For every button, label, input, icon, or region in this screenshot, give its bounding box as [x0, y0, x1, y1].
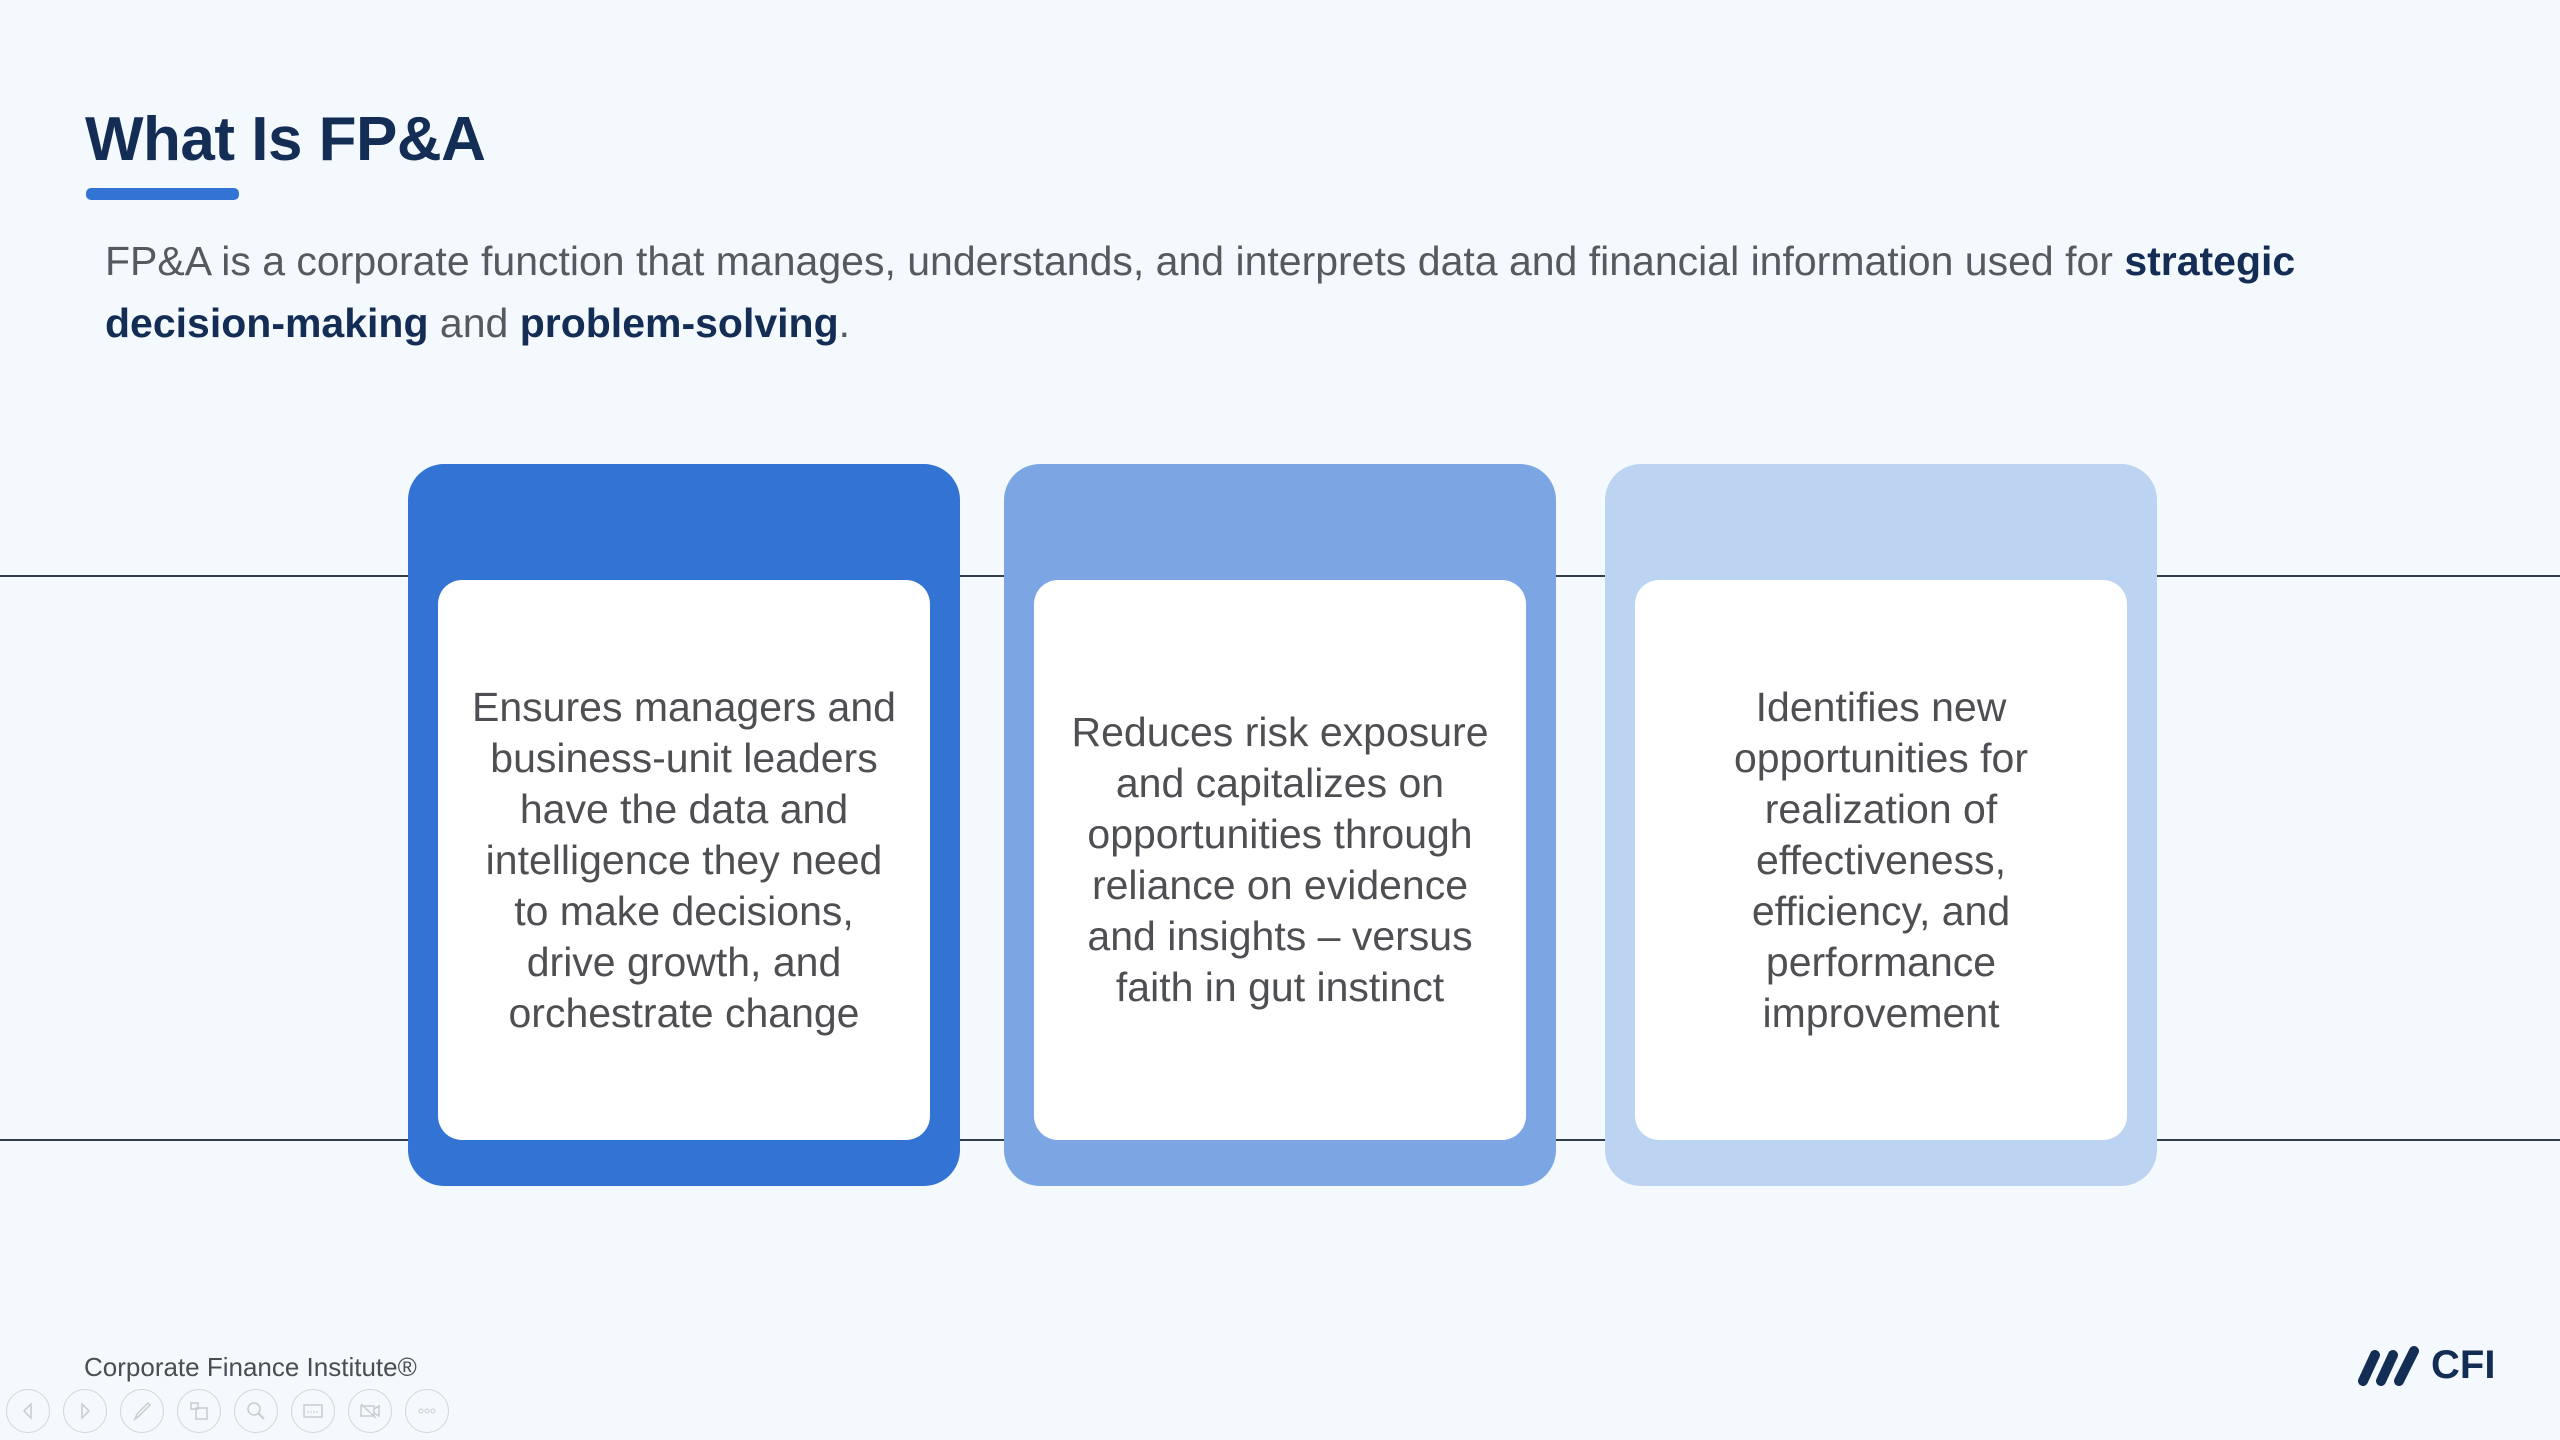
previous-icon	[22, 1402, 32, 1420]
slide-title: What Is FP&A	[85, 105, 486, 174]
card-text: Identifies new opportunities for realiza…	[1733, 683, 2028, 1036]
pen-icon	[133, 1401, 152, 1422]
card-2: Reduces risk exposure and capitalizes on…	[1004, 464, 1556, 1186]
zoom-icon	[247, 1402, 265, 1420]
more-button[interactable]	[405, 1389, 449, 1433]
next-button[interactable]	[63, 1389, 107, 1433]
intro-paragraph: FP&A is a corporate function that manage…	[105, 230, 2465, 354]
zoom-button[interactable]	[234, 1389, 278, 1433]
slides-button[interactable]	[177, 1389, 221, 1433]
more-icon	[418, 1408, 436, 1414]
subtitles-button[interactable]	[291, 1389, 335, 1433]
card-text: Reduces risk exposure and capitalizes on…	[1071, 709, 1489, 1010]
card-1: Ensures managers and business-unit leade…	[408, 464, 960, 1186]
title-underline	[86, 188, 239, 200]
subtitles-icon	[303, 1404, 323, 1418]
logo-text: CFI	[2431, 1343, 2496, 1387]
footer-text: Corporate Finance Institute®	[84, 1352, 417, 1382]
camera-off-icon	[360, 1403, 380, 1419]
next-icon	[81, 1402, 91, 1420]
intro-bold-problem: problem-solving	[519, 300, 839, 346]
card-body: Identifies new opportunities for realiza…	[1635, 580, 2127, 1140]
slides-icon	[190, 1402, 208, 1420]
camera-button[interactable]	[348, 1389, 392, 1433]
card-body: Reduces risk exposure and capitalizes on…	[1034, 580, 1526, 1140]
pen-button[interactable]	[120, 1389, 164, 1433]
card-3: Identifies new opportunities for realiza…	[1605, 464, 2157, 1186]
card-text: Ensures managers and business-unit leade…	[472, 683, 896, 1036]
previous-button[interactable]	[6, 1389, 50, 1433]
card-body: Ensures managers and business-unit leade…	[438, 580, 930, 1140]
intro-text: FP&A is a corporate function that manage…	[105, 238, 2125, 284]
presentation-toolbar	[6, 1389, 449, 1433]
cfi-logo-mark-icon	[2358, 1345, 2419, 1386]
intro-bold-strategic: strategic decision-making	[105, 238, 2296, 346]
intro-text: and	[428, 300, 520, 346]
cfi-logo: CFI	[2355, 1343, 2495, 1388]
intro-text: .	[838, 300, 851, 346]
